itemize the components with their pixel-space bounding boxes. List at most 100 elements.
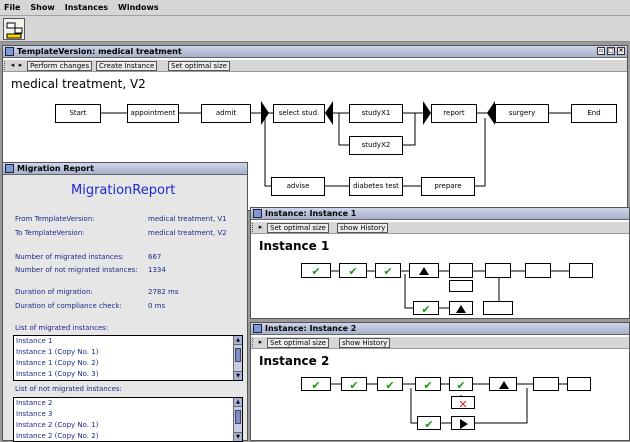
template-heading: medical treatment, V2	[11, 77, 146, 91]
node-select-study[interactable]: select stud.	[273, 104, 325, 123]
instance1-node-6[interactable]	[449, 280, 473, 292]
toolbar-right-arrow-icon[interactable]: ▸	[258, 338, 263, 346]
join-gateway-2-icon	[487, 101, 495, 125]
show-history-button[interactable]: show History	[337, 223, 389, 233]
create-instance-button[interactable]: Create Instance	[96, 61, 158, 71]
instance2-node-6[interactable]: ✕	[451, 396, 475, 411]
instance1-node-10[interactable]: ✔	[413, 301, 439, 315]
process-icon	[6, 22, 23, 39]
process-icon-button[interactable]	[3, 18, 25, 40]
completed-check-icon: ✔	[349, 378, 359, 392]
scroll-down-icon[interactable]: ▼	[234, 432, 242, 441]
scroll-up-icon[interactable]: ▲	[234, 336, 242, 345]
migration-report-title: Migration Report	[17, 164, 94, 173]
node-advise[interactable]: advise	[271, 177, 325, 196]
migration-duration-label: Duration of migration:	[15, 288, 93, 296]
instance1-node-11[interactable]	[449, 301, 473, 315]
completed-check-icon: ✔	[424, 417, 434, 431]
set-optimal-size-button[interactable]: Set optimal size	[267, 338, 329, 348]
template-graph-edges	[101, 112, 571, 187]
not-migrated-list-scrollbar[interactable]: ▲▼	[233, 398, 242, 441]
node-prepare[interactable]: prepare	[421, 177, 475, 196]
instance2-node-4[interactable]: ✔	[415, 377, 441, 391]
instance2-node-8[interactable]	[533, 377, 559, 391]
list-item[interactable]: Instance 1	[16, 337, 53, 345]
instance1-node-9[interactable]	[569, 263, 593, 278]
node-diabetes-test[interactable]: diabetes test	[349, 177, 403, 196]
scroll-up-icon[interactable]: ▲	[234, 398, 242, 407]
failed-cross-icon: ✕	[458, 397, 468, 411]
set-optimal-size-button[interactable]: Set optimal size	[267, 223, 329, 233]
scroll-down-icon[interactable]: ▼	[234, 371, 242, 380]
node-study1[interactable]: studyX1	[349, 104, 403, 123]
list-item[interactable]: Instance 2 (Copy No. 2)	[16, 432, 99, 440]
node-start[interactable]: Start	[55, 104, 101, 123]
node-end[interactable]: End	[571, 104, 617, 123]
template-window-titlebar[interactable]: TemplateVersion: medical treatment ▫ □ ×	[3, 46, 627, 58]
completed-check-icon: ✔	[348, 264, 358, 278]
not-migrated-list[interactable]: Instance 2 Instance 3 Instance 2 (Copy N…	[13, 397, 243, 442]
instance2-node-9[interactable]	[567, 377, 591, 391]
node-appointment[interactable]: appointment	[127, 104, 179, 123]
migrated-count-label: Number of migrated instances:	[15, 253, 125, 261]
perform-changes-button[interactable]: Perform changes	[27, 61, 93, 71]
not-migrated-count-label: Number of not migrated instances:	[15, 266, 138, 274]
instance2-node-1[interactable]: ✔	[301, 377, 331, 391]
instance2-titlebar[interactable]: Instance: Instance 2	[251, 323, 629, 335]
menu-instances[interactable]: Instances	[64, 3, 108, 12]
toolbar-grip[interactable]	[4, 61, 7, 70]
instance2-node-5[interactable]: ✔	[449, 377, 473, 391]
toolbar-grip[interactable]	[252, 223, 255, 232]
instance1-node-5[interactable]	[449, 263, 473, 278]
instance1-node-2[interactable]: ✔	[339, 263, 367, 278]
menu-windows[interactable]: Windows	[118, 3, 159, 12]
menu-show[interactable]: Show	[30, 3, 55, 12]
window-icon	[253, 324, 262, 333]
maximize-icon[interactable]: □	[607, 47, 615, 55]
instance2-node-11[interactable]	[451, 416, 475, 430]
list-item[interactable]: Instance 2	[16, 399, 53, 407]
node-study2[interactable]: studyX2	[349, 136, 403, 155]
toolbar-right-arrow-icon[interactable]: ▸	[18, 61, 23, 69]
toolbar-grip[interactable]	[252, 338, 255, 347]
list-item[interactable]: Instance 1 (Copy No. 2)	[16, 359, 99, 367]
node-report[interactable]: report	[431, 104, 477, 123]
list-item[interactable]: Instance 1 (Copy No. 3)	[16, 370, 99, 378]
join-gateway-icon	[325, 101, 333, 125]
instance1-title: Instance: Instance 1	[265, 209, 357, 218]
instance2-node-3[interactable]: ✔	[377, 377, 403, 391]
toolbar-right-arrow-icon[interactable]: ▸	[258, 223, 263, 231]
toolbar-left-arrow-icon[interactable]: ◂	[10, 61, 15, 69]
close-icon[interactable]: ×	[617, 47, 625, 55]
instance1-node-4[interactable]	[409, 263, 439, 278]
instance1-heading: Instance 1	[259, 239, 330, 253]
template-window-title: TemplateVersion: medical treatment	[17, 47, 182, 56]
restore-icon[interactable]: ▫	[597, 47, 605, 55]
list-item[interactable]: Instance 3	[16, 410, 53, 418]
list-item[interactable]: Instance 1 (Copy No. 1)	[16, 348, 99, 356]
instance1-node-8[interactable]	[525, 263, 551, 278]
from-version-value: medical treatment, V1	[148, 215, 227, 223]
migrated-list[interactable]: Instance 1 Instance 1 (Copy No. 1) Insta…	[13, 335, 243, 381]
menu-file[interactable]: File	[4, 3, 21, 12]
show-history-button[interactable]: show History	[339, 338, 391, 348]
migration-report-titlebar[interactable]: Migration Report	[3, 163, 247, 175]
migrated-list-scrollbar[interactable]: ▲▼	[233, 336, 242, 380]
instance1-node-12[interactable]	[483, 301, 513, 315]
list-item[interactable]: Instance 2 (Copy No. 1)	[16, 421, 99, 429]
scroll-thumb[interactable]	[235, 410, 241, 424]
instance1-titlebar[interactable]: Instance: Instance 1	[251, 208, 629, 220]
instance1-node-3[interactable]: ✔	[375, 263, 401, 278]
set-optimal-size-button[interactable]: Set optimal size	[168, 61, 230, 71]
instance1-node-1[interactable]: ✔	[301, 263, 331, 278]
instance2-node-2[interactable]: ✔	[341, 377, 367, 391]
instance2-node-7[interactable]	[489, 377, 517, 391]
completed-check-icon: ✔	[383, 264, 393, 278]
instance2-node-10[interactable]: ✔	[417, 416, 441, 430]
completed-check-icon: ✔	[423, 378, 433, 392]
instance2-title: Instance: Instance 2	[265, 324, 357, 333]
instance1-node-7[interactable]	[485, 263, 511, 278]
node-surgery[interactable]: surgery	[495, 104, 549, 123]
node-admit[interactable]: admit	[201, 104, 251, 123]
scroll-thumb[interactable]	[235, 348, 241, 362]
